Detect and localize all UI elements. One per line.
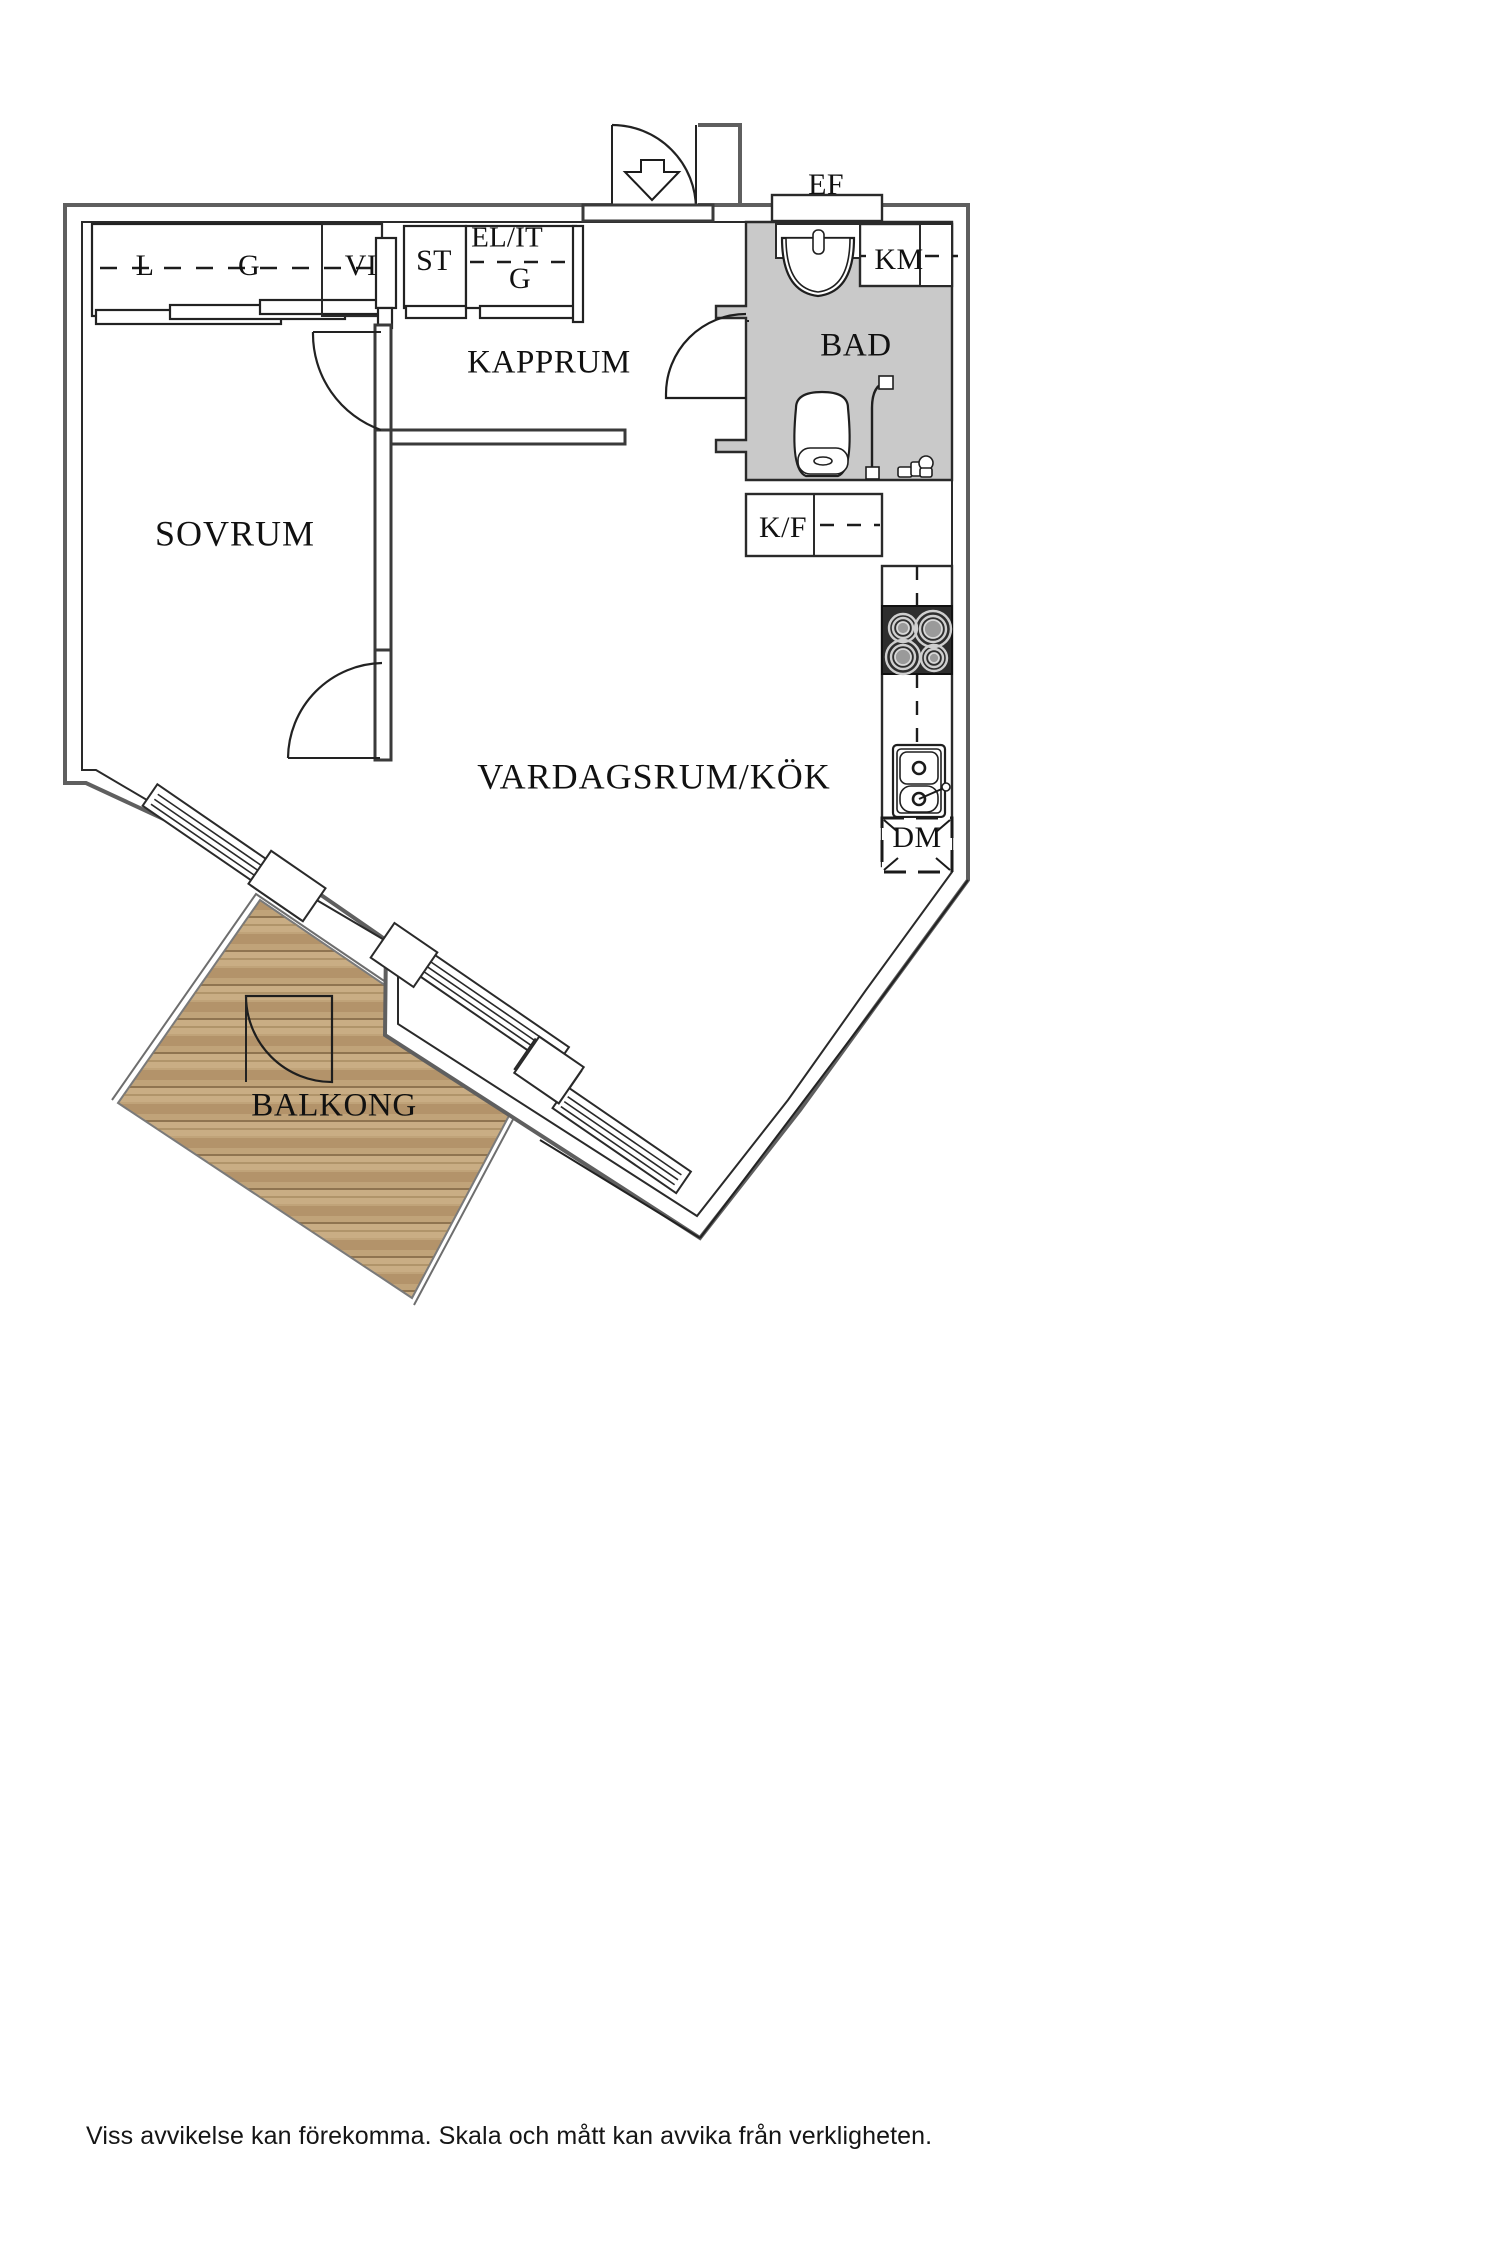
- room-label-bad: BAD: [820, 328, 891, 364]
- burner-large-bl: [884, 638, 922, 676]
- annotation-storage-st: ST: [416, 244, 452, 277]
- annotation-micro-km: KM: [874, 243, 923, 276]
- wall-south-lower: [539, 1139, 701, 1239]
- elit-post: [571, 224, 585, 324]
- annotation-elit: EL/IT: [471, 222, 543, 254]
- livingroom-door-group[interactable]: [286, 661, 383, 759]
- wall-hall-vertical-lower: [373, 648, 393, 762]
- angled-walls-southeast: [539, 879, 969, 1239]
- balcony-door-swing: [244, 994, 334, 1084]
- annotation-fridge-kf: K/F: [759, 511, 807, 544]
- win-living-sw-pane-1: [415, 951, 560, 1051]
- wall-hall-top: [581, 203, 715, 223]
- win-living-s-pane-2: [563, 1100, 679, 1181]
- annotation-closet-vi: VI: [345, 249, 377, 282]
- room-label-kapprum: KAPPRUM: [467, 345, 631, 381]
- kitchen-sink-group[interactable]: [891, 743, 951, 819]
- bedroom-door-swing-arc: [311, 331, 382, 432]
- win-living-s-pane-3: [560, 1105, 676, 1186]
- closet-post: [374, 236, 398, 310]
- burner-large-tr: [913, 609, 953, 649]
- entrance-door-swing-arc: [611, 123, 698, 210]
- bathroom-group: [664, 193, 958, 482]
- elit-door[interactable]: [478, 304, 578, 320]
- junction-block-3: [512, 1035, 586, 1105]
- kitchen-counter-group: [880, 564, 954, 874]
- elit-box[interactable]: [464, 224, 578, 310]
- disclaimer-caption: Viss avvikelse kan förekomma. Skala och …: [86, 2122, 933, 2150]
- junction-block-1: [247, 849, 327, 923]
- hookup-a: [897, 466, 913, 478]
- sink-faucet-arm: [918, 787, 945, 800]
- wall-se-lower: [699, 999, 881, 1239]
- ef-exhaust-unit: [770, 193, 884, 223]
- dm-corner-bl: [883, 857, 899, 871]
- dm-corner-tr: [935, 819, 951, 833]
- win-living-sw-pane-2: [412, 956, 557, 1056]
- entrance-arrow-icon: [622, 159, 682, 202]
- sink-drain-top: [911, 760, 927, 776]
- junction-block-2: [369, 921, 439, 989]
- kf-group[interactable]: [744, 492, 884, 558]
- toilet-flush: [813, 456, 833, 466]
- annotation-closet-g: G: [238, 249, 260, 282]
- wall-se-upper: [879, 879, 969, 1001]
- sink-basin-inner: [785, 237, 851, 293]
- closet-row-group[interactable]: [90, 222, 398, 330]
- dm-corner-br: [935, 857, 951, 871]
- wall-hall-left-upper: [373, 323, 393, 432]
- shower-group: [865, 375, 894, 480]
- storage-st-group[interactable]: [402, 224, 468, 320]
- entrance-door-group[interactable]: [611, 123, 698, 210]
- toilet-group: [793, 390, 851, 478]
- elit-group[interactable]: [464, 224, 585, 324]
- hall-walls: [373, 203, 715, 762]
- shower-base: [865, 466, 880, 480]
- burner-small-tl: [887, 612, 919, 644]
- dm-group[interactable]: [880, 816, 954, 874]
- annotation-dishwasher-dm: DM: [892, 821, 941, 854]
- bathroom-door-group[interactable]: [664, 312, 749, 400]
- wall-hall-horizontal: [373, 428, 627, 446]
- st-box[interactable]: [402, 224, 468, 310]
- room-label-sovrum: SOVRUM: [155, 513, 315, 553]
- hookup-c: [919, 467, 933, 478]
- room-label-vardagsrum-kok: VARDAGSRUM/KÖK: [477, 756, 830, 796]
- stove-group[interactable]: [881, 605, 953, 676]
- burner-small-br: [919, 643, 949, 673]
- dm-corner-tl: [883, 819, 899, 833]
- livingroom-door-swing-arc: [286, 661, 383, 759]
- washer-hookup-group: [897, 455, 934, 478]
- room-label-balkong: BALKONG: [251, 1088, 417, 1124]
- annotation-elit-g: G: [509, 262, 531, 295]
- win-living-sw-pane-3: [408, 960, 554, 1061]
- sink-faucet-head: [941, 782, 951, 792]
- bathroom-sink-group: [780, 229, 856, 298]
- balcony-junction-blocks: [247, 849, 586, 1105]
- st-door[interactable]: [404, 304, 468, 320]
- annotation-exhaust-ef: EF: [808, 168, 844, 201]
- annotation-closet-l: L: [136, 249, 155, 282]
- bedroom-door-group[interactable]: [311, 331, 382, 432]
- win-living-s-pane-1: [567, 1096, 682, 1176]
- bathroom-door-swing-arc: [664, 312, 747, 400]
- sink-faucet: [812, 229, 825, 255]
- shower-head: [878, 375, 894, 390]
